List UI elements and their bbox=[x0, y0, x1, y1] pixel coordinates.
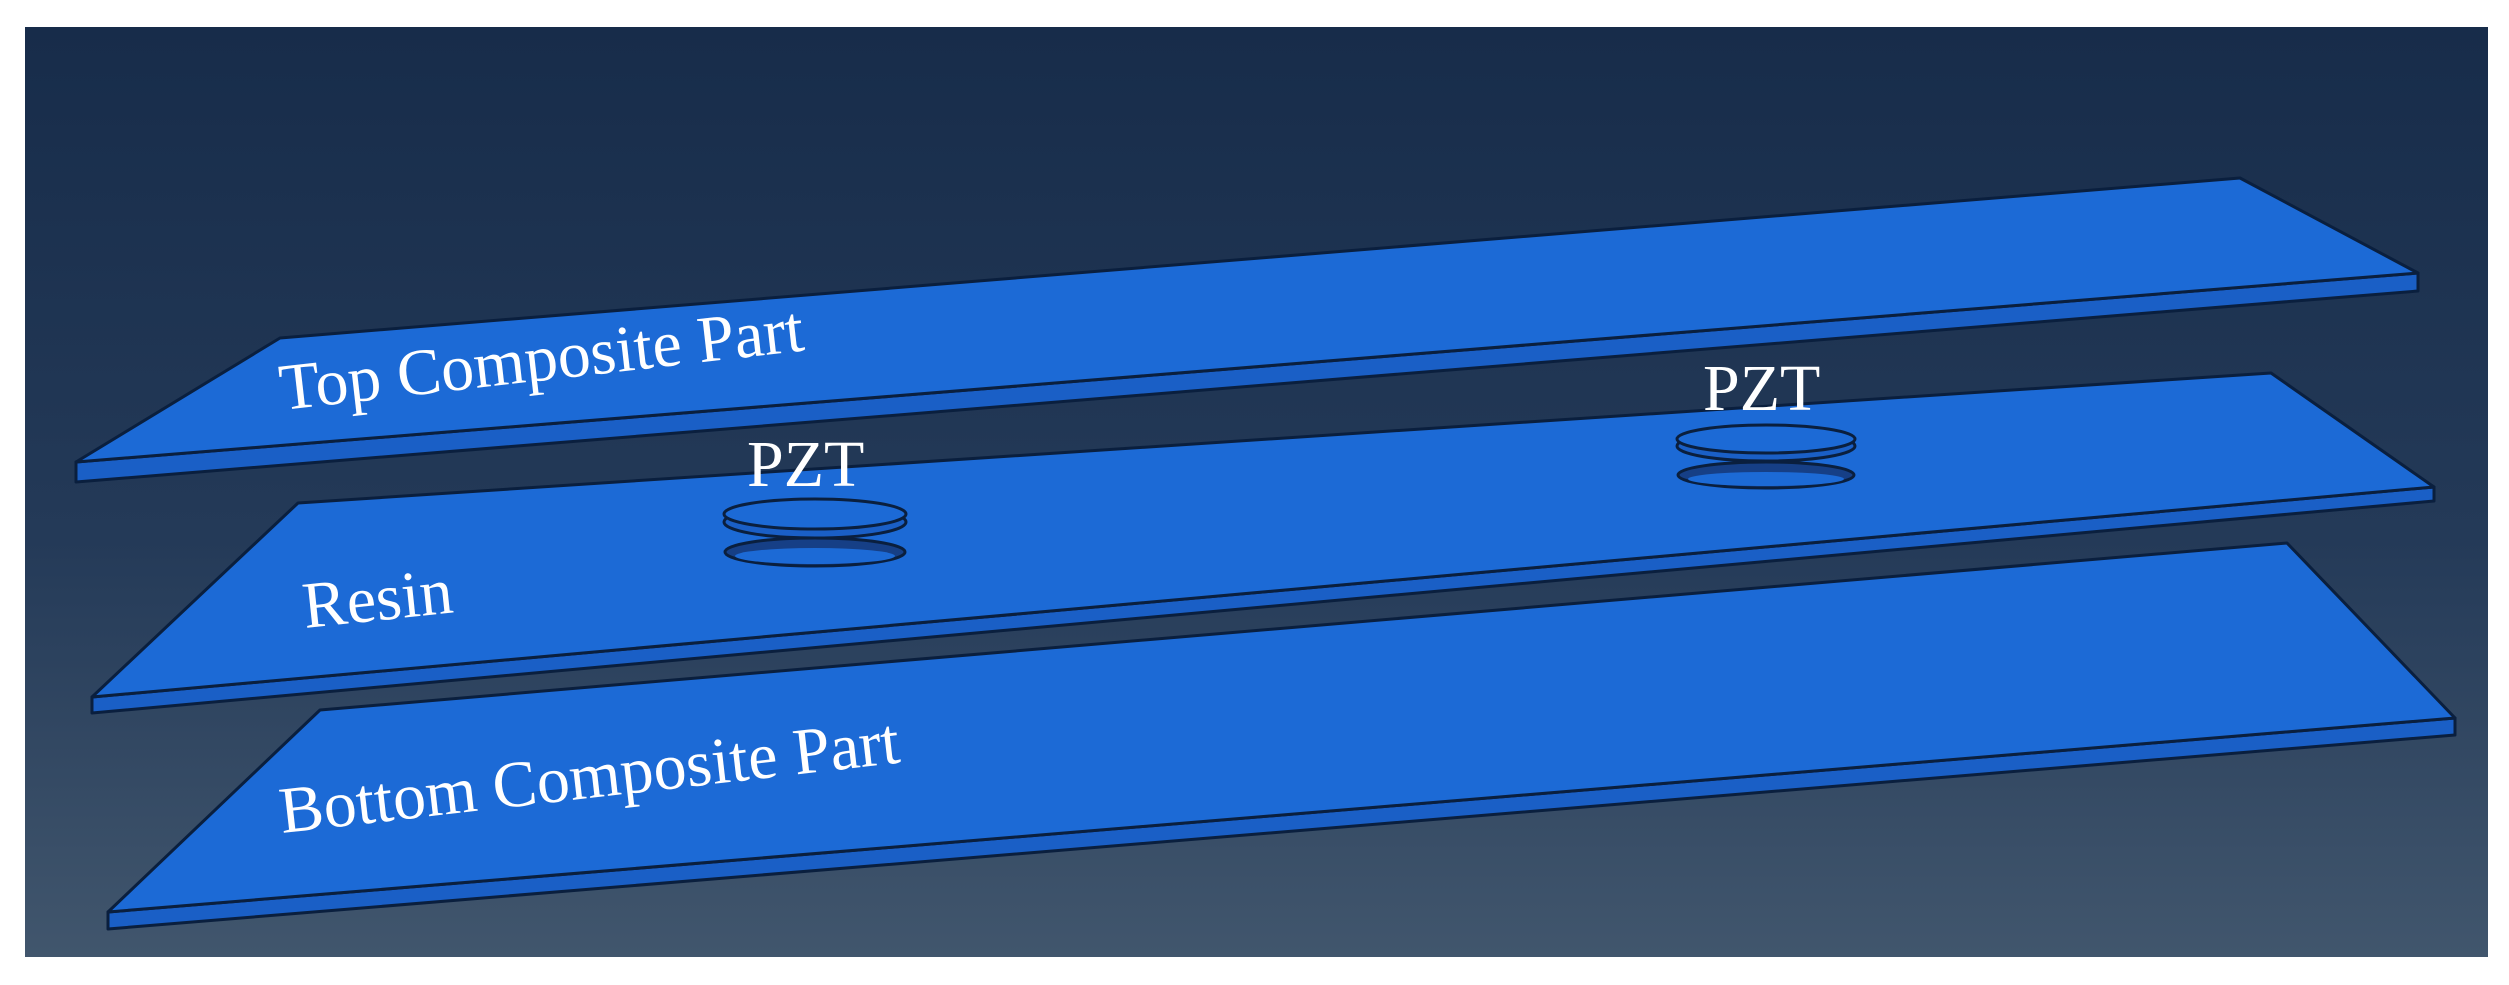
resin-plate-top bbox=[90, 371, 2436, 699]
bottom-plate-top bbox=[106, 541, 2457, 914]
top-composite-plate bbox=[74, 176, 2420, 484]
pzt-right-label: PZT bbox=[1703, 352, 1820, 425]
pzt-left-label: PZT bbox=[747, 428, 864, 501]
resin-label: Resin bbox=[299, 555, 456, 643]
pzt-right-hole-inner bbox=[1688, 472, 1844, 486]
pzt-left-disc-top bbox=[722, 497, 908, 531]
bottom-composite-plate bbox=[106, 541, 2457, 931]
resin-plate bbox=[90, 371, 2436, 715]
pzt-left-hole-inner bbox=[735, 548, 895, 564]
pzt-left-sensor bbox=[722, 497, 908, 568]
top-plate-top bbox=[74, 176, 2420, 464]
pzt-right-sensor bbox=[1675, 423, 1857, 490]
pzt-right-disc-top bbox=[1675, 423, 1857, 455]
